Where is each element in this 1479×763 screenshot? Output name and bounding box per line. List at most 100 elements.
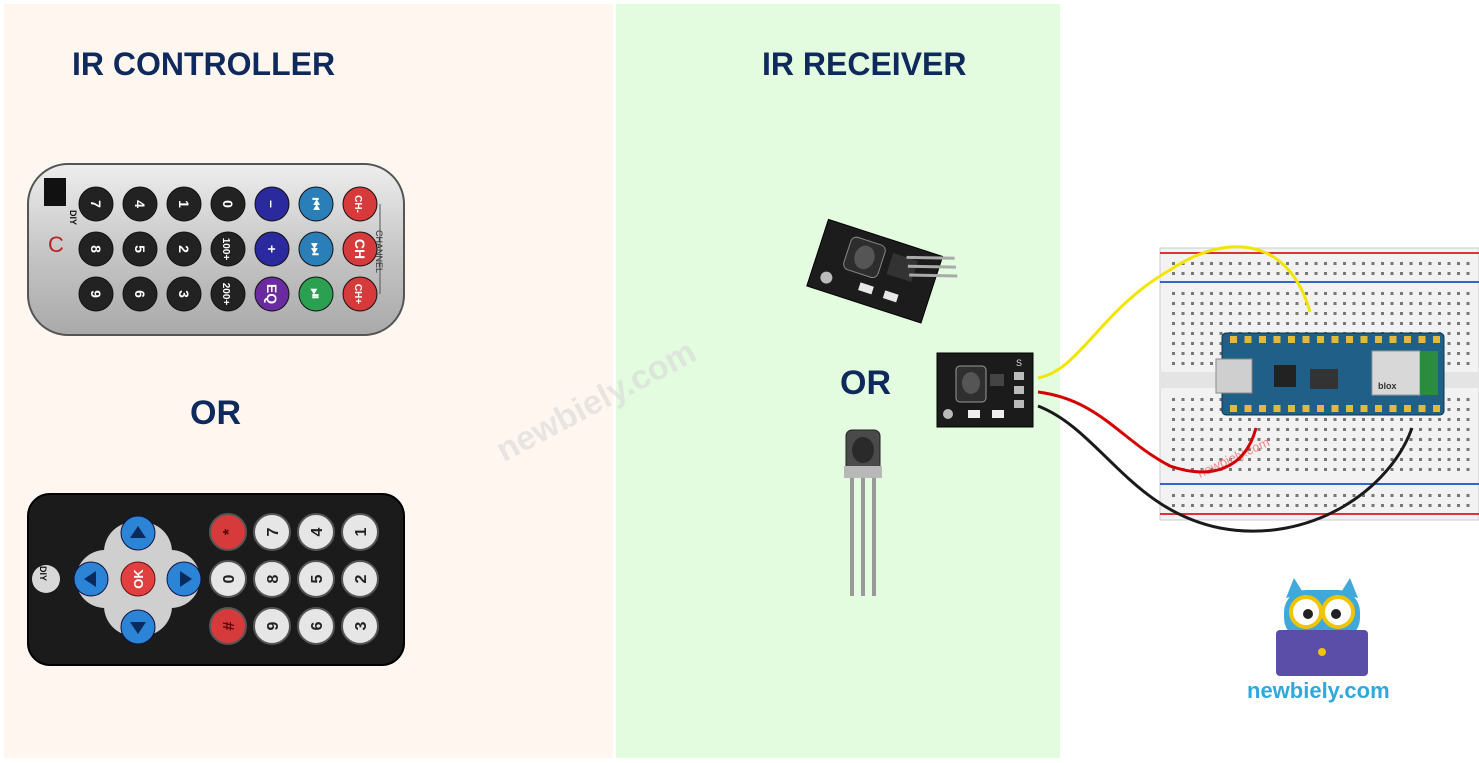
remote1-key[interactable] (342, 276, 378, 312)
breadboard-hole (1200, 458, 1204, 461)
breadboard-hole (1447, 438, 1451, 441)
breadboard-hole (1286, 418, 1289, 421)
remote1-key[interactable] (166, 186, 202, 222)
breadboard-hole (1181, 458, 1185, 461)
remote2-key[interactable] (297, 560, 335, 598)
remote1-key[interactable] (298, 186, 334, 222)
breadboard-hole (1419, 312, 1422, 315)
breadboard-hole (1428, 418, 1432, 421)
breadboard-hole (1371, 494, 1375, 497)
remote2-key[interactable] (341, 560, 379, 598)
remote2-key[interactable] (253, 560, 291, 598)
breadboard-hole (1181, 362, 1185, 365)
remote1-key[interactable] (122, 231, 158, 267)
breadboard-hole (1238, 312, 1242, 315)
breadboard-hole (1362, 438, 1365, 441)
remote2-key[interactable] (209, 560, 247, 598)
remote1-key[interactable] (78, 276, 114, 312)
breadboard-hole (1238, 468, 1242, 471)
breadboard-hole (1257, 448, 1261, 451)
remote2-key[interactable] (209, 607, 247, 645)
remote2-key-label: 9 (265, 621, 282, 630)
breadboard-hole (1362, 428, 1365, 431)
remote1-key[interactable] (342, 186, 378, 222)
remote1-key[interactable] (298, 276, 334, 312)
breadboard-hole (1181, 292, 1185, 295)
breadboard-hole (1314, 468, 1318, 471)
remote1-key[interactable] (254, 276, 290, 312)
breadboard-hole (1257, 418, 1261, 421)
breadboard-hole (1419, 448, 1422, 451)
breadboard-hole (1172, 262, 1175, 265)
breadboard-hole (1295, 312, 1299, 315)
remote1-key[interactable] (298, 231, 334, 267)
breadboard-hole (1257, 504, 1261, 507)
breadboard-hole (1267, 302, 1270, 305)
remote1-key[interactable] (78, 186, 114, 222)
breadboard-hole (1352, 272, 1356, 275)
breadboard-hole (1172, 458, 1175, 461)
remote1-key[interactable] (254, 186, 290, 222)
breadboard-hole (1267, 418, 1270, 421)
breadboard-hole (1314, 312, 1318, 315)
remote2-key[interactable] (341, 513, 379, 551)
breadboard-hole (1314, 322, 1318, 325)
breadboard-hole (1343, 428, 1346, 431)
breadboard-hole (1286, 312, 1289, 315)
breadboard-hole (1257, 272, 1261, 275)
breadboard-hole (1229, 438, 1232, 441)
breadboard-hole (1314, 458, 1318, 461)
remote1-key[interactable] (342, 231, 378, 267)
remote1-key[interactable] (166, 231, 202, 267)
remote1-key-label: CH (352, 239, 368, 259)
breadboard-hole (1200, 428, 1204, 431)
breadboard-hole (1172, 272, 1175, 275)
remote1-key[interactable] (122, 276, 158, 312)
breadboard-hole (1390, 418, 1394, 421)
remote2-key[interactable] (253, 607, 291, 645)
breadboard-hole (1276, 494, 1280, 497)
breadboard-hole (1305, 494, 1308, 497)
remote1-key[interactable] (166, 276, 202, 312)
breadboard-hole (1200, 332, 1204, 335)
breadboard-hole (1191, 272, 1194, 275)
controller-or-label: OR (190, 394, 241, 432)
breadboard-hole (1466, 302, 1470, 305)
breadboard-hole (1267, 468, 1270, 471)
remote1-key[interactable] (78, 231, 114, 267)
remote2-key[interactable] (297, 607, 335, 645)
breadboard-hole (1314, 418, 1318, 421)
board-pin (1259, 405, 1266, 412)
breadboard-hole (1457, 448, 1460, 451)
breadboard-hole (1419, 302, 1422, 305)
remote2-key[interactable] (341, 607, 379, 645)
breadboard-hole (1343, 272, 1346, 275)
breadboard-hole (1181, 342, 1185, 345)
remote2-key[interactable] (297, 513, 335, 551)
breadboard-hole (1352, 438, 1356, 441)
breadboard-hole (1371, 262, 1375, 265)
breadboard-hole (1181, 448, 1185, 451)
remote1-key-label: CH+ (352, 284, 363, 304)
ok-button[interactable] (120, 561, 156, 597)
breadboard-hole (1210, 312, 1213, 315)
breadboard-hole (1419, 438, 1422, 441)
breadboard-hole (1400, 292, 1403, 295)
breadboard-hole (1210, 428, 1213, 431)
breadboard-hole (1409, 262, 1413, 265)
remote1-key[interactable] (122, 186, 158, 222)
board-pin (1317, 336, 1324, 343)
board-pin (1360, 336, 1368, 343)
breadboard-hole (1267, 448, 1270, 451)
breadboard-hole (1343, 418, 1346, 421)
breadboard-hole (1457, 398, 1460, 401)
breadboard-hole (1248, 504, 1251, 507)
remote1-key[interactable] (210, 186, 246, 222)
remote1-key[interactable] (210, 276, 246, 312)
board-pin (1404, 405, 1411, 412)
remote2-key[interactable] (253, 513, 291, 551)
remote2-key[interactable] (209, 513, 247, 551)
remote2-key-label: 0 (221, 574, 238, 583)
remote1-key[interactable] (210, 231, 246, 267)
remote1-key[interactable] (254, 231, 290, 267)
